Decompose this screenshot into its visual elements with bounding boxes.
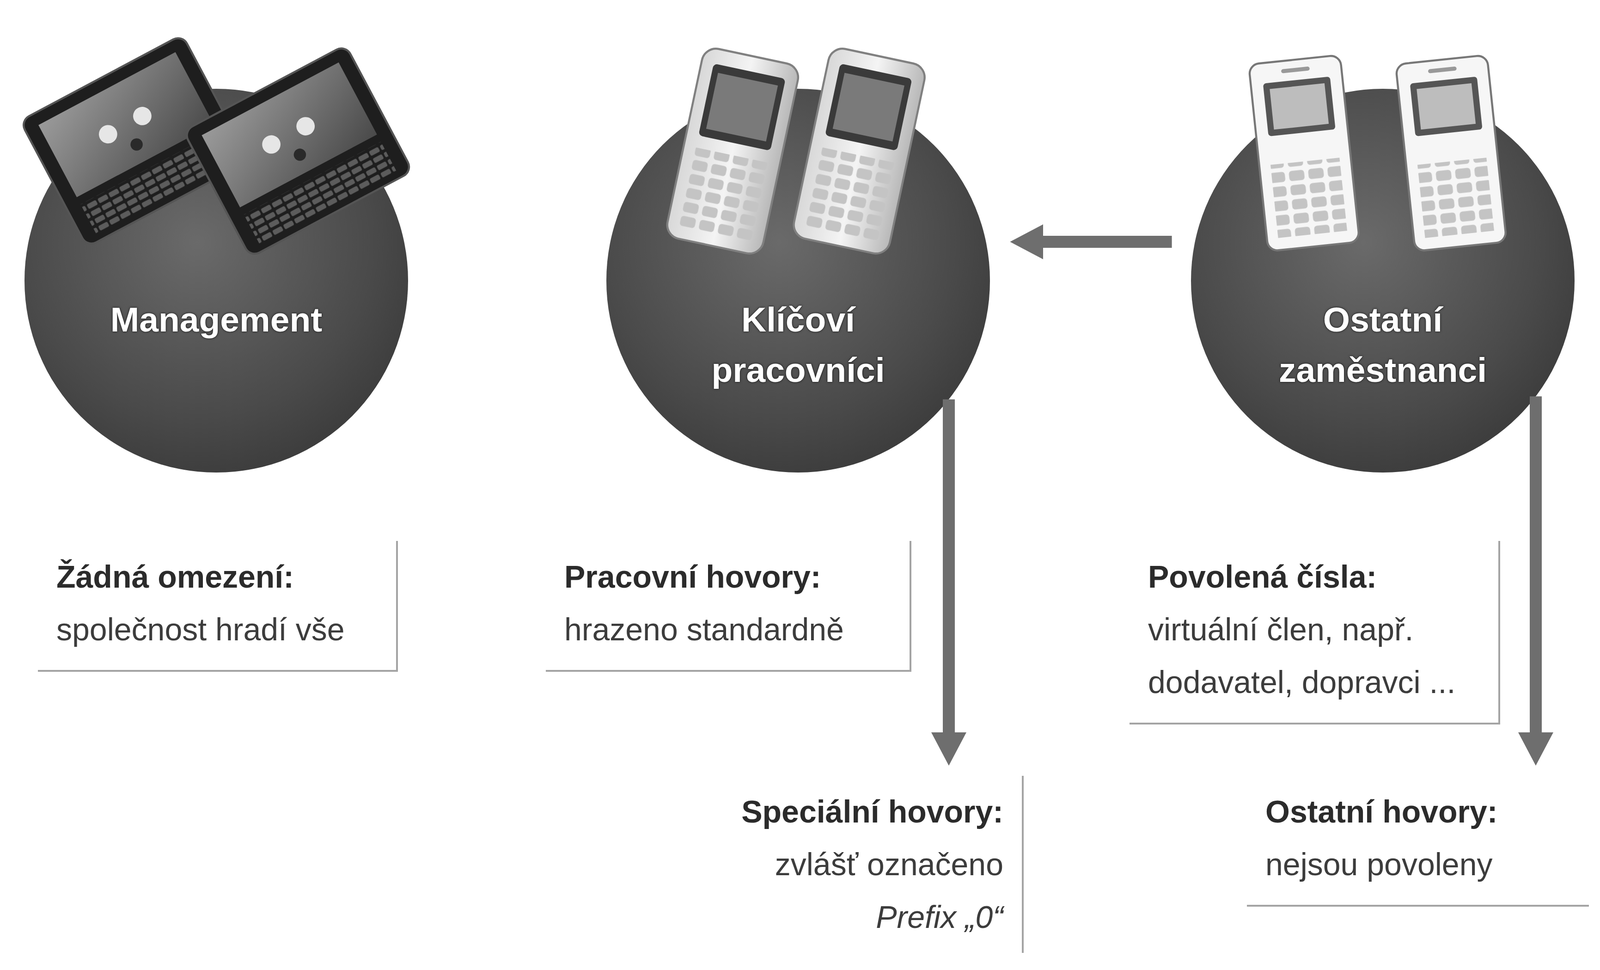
note-box: Ostatní hovory:nejsou povoleny [1246, 775, 1589, 907]
box-heading: Ostatní hovory: [1265, 784, 1571, 838]
circle-label: Management [103, 294, 330, 345]
note-box: Žádná omezení:společnost hradí vše [37, 540, 398, 672]
box-text: virtuální člen, např. dodavatel, dopravc… [1148, 602, 1469, 709]
group-circle: Ostatní zaměstnanci [1190, 88, 1575, 473]
basic-phone [1395, 54, 1507, 252]
arrow-connector [1042, 235, 1172, 248]
circle-label-wrap: Management [24, 294, 409, 345]
group-circle: Management [24, 88, 409, 473]
circle-shape [606, 88, 990, 473]
arrow-connector [942, 399, 955, 733]
circle-label-wrap: Klíčoví pracovníci [606, 294, 990, 396]
arrow-connector [1529, 396, 1542, 733]
box-heading: Pracovní hovory: [564, 549, 892, 603]
circle-shape [1190, 88, 1575, 473]
circle-label-wrap: Ostatní zaměstnanci [1190, 294, 1575, 396]
note-box: Povolená čísla:virtuální člen, např. dod… [1129, 540, 1501, 725]
note-box: Speciální hovory:zvlášť označenoPrefix „… [722, 775, 1024, 953]
note-box: Pracovní hovory:hrazeno standardně [545, 540, 912, 672]
circle-label: Ostatní zaměstnanci [1270, 294, 1496, 396]
circle-fill [1190, 88, 1575, 473]
box-heading: Žádná omezení: [56, 549, 378, 603]
circle-fill [606, 88, 990, 473]
box-heading: Speciální hovory: [741, 784, 1004, 838]
box-text: hrazeno standardně [564, 602, 892, 656]
basic-phone [1248, 54, 1360, 252]
box-text: Prefix „0“ [741, 890, 1004, 943]
circle-label: Klíčoví pracovníci [685, 294, 911, 396]
box-text: zvlášť označeno [741, 837, 1004, 891]
box-text: společnost hradí vše [56, 602, 378, 656]
box-text: nejsou povoleny [1265, 837, 1571, 891]
circle-fill [24, 88, 409, 473]
group-circle: Klíčoví pracovníci [606, 88, 990, 473]
circle-shape [24, 88, 409, 473]
box-heading: Povolená čísla: [1148, 549, 1480, 603]
